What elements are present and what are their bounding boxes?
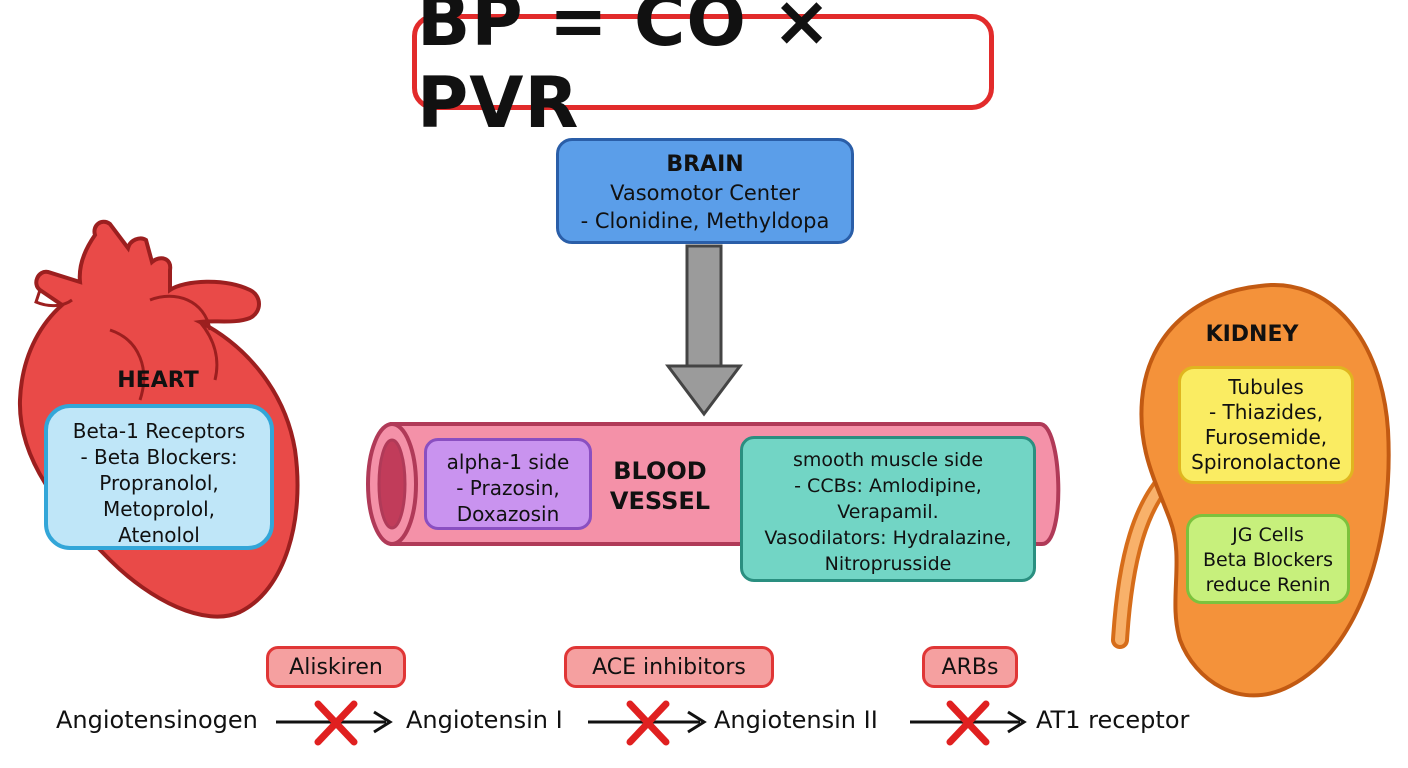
tubules-box: Tubules - Thiazides, Furosemide, Spirono… — [1178, 366, 1354, 484]
kidney-title: KIDNEY — [1205, 322, 1299, 347]
heart-line: Beta-1 Receptors — [72, 419, 246, 443]
aliskiren-tag: Aliskiren — [266, 646, 406, 688]
brain-title: BRAIN — [666, 152, 744, 177]
jg-line: Beta Blockers — [1203, 549, 1333, 571]
brain-subtitle: Vasomotor Center — [610, 181, 800, 205]
pathway-angiotensin-ii: Angiotensin II — [714, 706, 878, 734]
formula-title-box: BP = CO × PVR — [412, 0, 994, 144]
jg-line: reduce Renin — [1205, 574, 1331, 596]
heart-line: Metoprolol, — [102, 497, 216, 521]
smooth-line: Nitroprusside — [824, 553, 952, 575]
heart-info-box: Beta-1 Receptors - Beta Blockers: Propra… — [44, 404, 274, 550]
pathway-angiotensinogen: Angiotensinogen — [56, 706, 258, 734]
tubules-line: Tubules — [1228, 375, 1304, 399]
alpha-line: Doxazosin — [456, 502, 560, 526]
blood-vessel-label: BLOOD VESSEL — [600, 456, 720, 516]
heart-line: Atenolol — [118, 523, 200, 547]
pathway-angiotensin-i: Angiotensin I — [406, 706, 563, 734]
jg-line: JG Cells — [1232, 524, 1304, 546]
heart-line: Propranolol, — [99, 471, 219, 495]
block-x-icon-1 — [314, 700, 358, 746]
smooth-muscle-box: smooth muscle side - CCBs: Amlodipine, V… — [740, 436, 1036, 582]
block-x-icon-3 — [946, 700, 990, 746]
pathway-at1-receptor: AT1 receptor — [1036, 706, 1190, 734]
brain-drugs: - Clonidine, Methyldopa — [580, 209, 830, 233]
block-x-icon-2 — [626, 700, 670, 746]
arbs-tag: ARBs — [922, 646, 1018, 688]
alpha-line: - Prazosin, — [456, 476, 560, 500]
brain-box: BRAIN Vasomotor Center - Clonidine, Meth… — [556, 138, 854, 244]
formula-title: BP = CO × PVR — [417, 0, 832, 144]
alpha-1-box: alpha-1 side - Prazosin, Doxazosin — [424, 438, 592, 530]
tubules-line: Furosemide, — [1204, 425, 1328, 449]
smooth-line: Verapamil. — [837, 501, 939, 523]
vessel-label-line: BLOOD — [613, 457, 707, 485]
smooth-line: Vasodilators: Hydralazine, — [764, 527, 1012, 549]
tubules-line: - Thiazides, — [1208, 400, 1324, 424]
smooth-line: - CCBs: Amlodipine, — [794, 475, 982, 497]
smooth-line: smooth muscle side — [792, 449, 984, 471]
alpha-line: alpha-1 side — [446, 450, 570, 474]
heart-title: HEART — [117, 368, 199, 393]
vessel-label-line: VESSEL — [609, 487, 711, 515]
jg-cells-box: JG Cells Beta Blockers reduce Renin — [1186, 514, 1350, 604]
tubules-line: Spironolactone — [1191, 450, 1341, 474]
brain-to-vessel-arrow — [665, 244, 743, 417]
heart-line: - Beta Blockers: — [80, 445, 238, 469]
ace-inhibitors-tag: ACE inhibitors — [564, 646, 774, 688]
